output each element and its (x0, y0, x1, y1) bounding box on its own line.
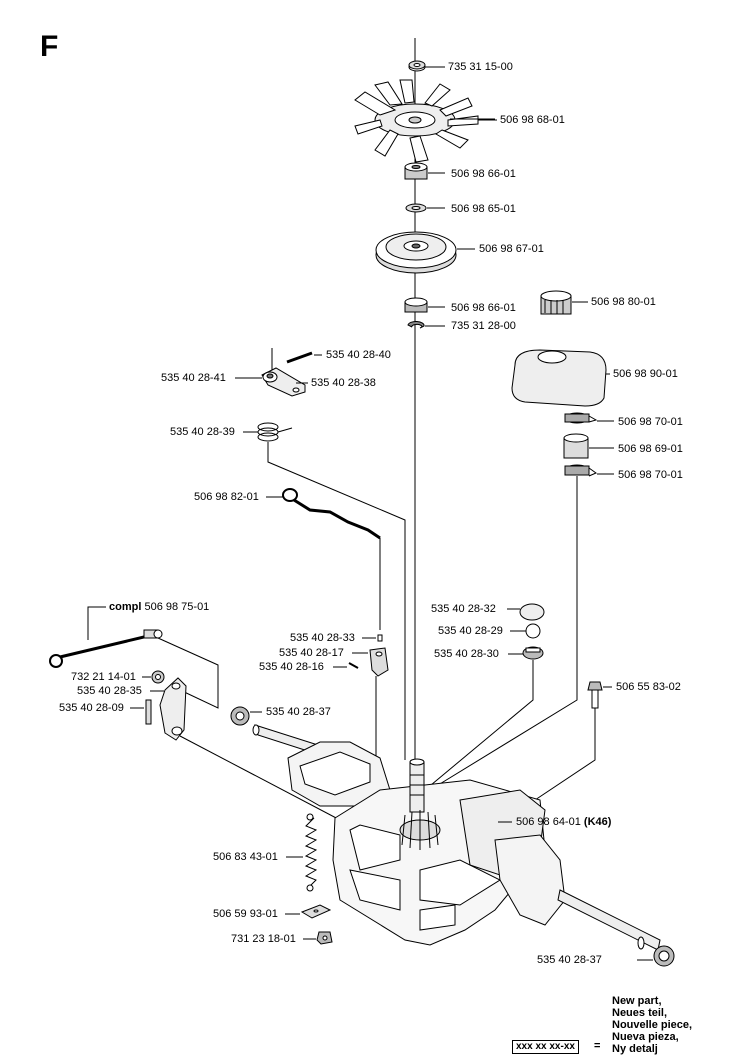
part-number-label: 506 59 93-01 (213, 908, 278, 920)
part-number-label: 535 40 28-38 (311, 377, 376, 389)
part-number-label: 732 21 14-01 (71, 671, 136, 683)
nut-small-part (151, 670, 165, 684)
linkage-rod-part (49, 629, 163, 668)
model-suffix: (K46) (583, 816, 612, 828)
legend-line: Nouvelle piece, (612, 1019, 693, 1031)
legend-line: Nueva pieza, (612, 1031, 679, 1043)
seal-part (230, 706, 250, 726)
nut-bottom-part (316, 931, 333, 945)
part-number-label: 535 40 28-40 (326, 349, 391, 361)
part-number-label: 506 98 66-01 (451, 302, 516, 314)
hose-clamp-upper-part (564, 412, 598, 424)
part-number-label: 735 31 28-00 (451, 320, 516, 332)
part-number-label: 535 40 28-35 (77, 685, 142, 697)
new-part-legend: New part, Neues teil, Nouvelle piece, Nu… (612, 995, 692, 1055)
pin-part (286, 351, 313, 364)
part-number-label: 506 98 70-01 (618, 416, 683, 428)
pin-16-part (348, 662, 359, 669)
legend-line: Neues teil, (612, 1007, 668, 1019)
part-number-label: 535 40 28-33 (290, 632, 355, 644)
tank-connect-line (429, 476, 578, 791)
part-number-label: 506 98 69-01 (618, 443, 683, 455)
lever-part (159, 677, 187, 741)
bypass-rod-part (282, 488, 381, 540)
disc-part (525, 623, 541, 639)
part-number-label: 506 98 66-01 (451, 168, 516, 180)
part-number-label: 506 98 82-01 (194, 491, 259, 503)
part-number-text: 506 98 64-01 (516, 816, 581, 828)
cap-part (519, 603, 545, 621)
part-number-label: 506 98 80-01 (591, 296, 656, 308)
part-number-label: 535 40 28-16 (259, 661, 324, 673)
seal-right-part (653, 945, 675, 967)
part-number-label: 535 40 28-17 (279, 647, 344, 659)
part-number-label: 535 40 28-39 (170, 426, 235, 438)
part-number-label: 506 55 83-02 (616, 681, 681, 693)
legend-line: New part, (612, 995, 662, 1007)
part-number-label-compl: compl 506 98 75-01 (109, 601, 209, 614)
nut-top-part (408, 60, 426, 72)
valve-connect-line (424, 660, 534, 791)
part-number-label: 506 98 90-01 (613, 368, 678, 380)
part-number-label: 535 40 28-32 (431, 603, 496, 615)
hose-part (563, 433, 589, 459)
tank-cap-part (540, 290, 572, 315)
part-number-text: 506 98 75-01 (144, 601, 210, 613)
bolt-part (587, 681, 603, 709)
circlip-part (407, 320, 425, 329)
legend-sample-box: xxx xx xx-xx (512, 1040, 579, 1054)
part-number-label: 506 98 68-01 (500, 114, 565, 126)
bushing-lower-part (404, 297, 428, 313)
part-number-label: 535 40 28-37 (266, 706, 331, 718)
bushing-part (404, 162, 428, 180)
bolt-connect-line (519, 708, 596, 811)
arm-connect-line (267, 442, 406, 760)
section-letter: F (40, 30, 59, 63)
pin-lever-part (145, 699, 152, 725)
part-number-label: 506 98 70-01 (618, 469, 683, 481)
part-number-label: 735 31 15-00 (448, 61, 513, 73)
transaxle-body (252, 724, 661, 951)
legend-line: Ny detalj (612, 1043, 658, 1055)
compl-prefix: compl (109, 601, 142, 613)
part-number-label: 535 40 28-09 (59, 702, 124, 714)
part-number-label: 506 98 65-01 (451, 203, 516, 215)
spring-plate-part (300, 904, 332, 919)
legend-equals: = (594, 1040, 601, 1052)
fan-part (354, 79, 495, 163)
pulley-part (375, 231, 457, 274)
control-arm-part (261, 367, 306, 397)
part-number-label: 506 83 43-01 (213, 851, 278, 863)
part-number-label-k46: 506 98 64-01 (K46) (516, 816, 611, 829)
washer-part (405, 203, 427, 213)
pin-small-part (377, 634, 383, 642)
part-number-label: 535 40 28-30 (434, 648, 499, 660)
torsion-spring-part (257, 422, 293, 442)
lever-connect-line (179, 735, 341, 821)
part-number-label: 535 40 28-37 (537, 954, 602, 966)
leader-18 (87, 606, 106, 640)
part-number-label: 506 98 67-01 (479, 243, 544, 255)
hose-clamp-lower-part (564, 464, 598, 477)
tension-spring-part (304, 813, 318, 892)
bypass-lever-part (369, 647, 389, 677)
valve-part (522, 646, 544, 660)
part-number-label: 535 40 28-41 (161, 372, 226, 384)
part-number-label: 535 40 28-29 (438, 625, 503, 637)
expansion-tank-part (511, 349, 607, 407)
part-number-label: 731 23 18-01 (231, 933, 296, 945)
rod-connect-line (157, 637, 219, 709)
